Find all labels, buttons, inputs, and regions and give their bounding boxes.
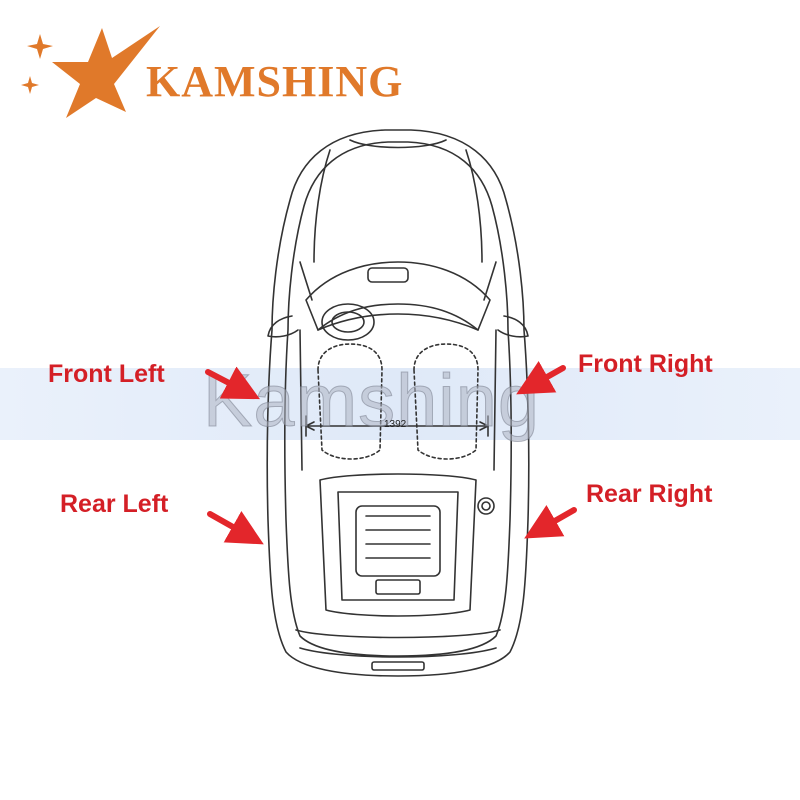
label-rear-left: Rear Left	[60, 490, 169, 518]
red-arrow-icon	[207, 511, 264, 545]
dimension-label: 1392	[384, 419, 407, 430]
red-arrow-icon	[516, 361, 566, 395]
red-arrow-icon	[205, 366, 260, 400]
brand-name: KAMSHING	[146, 57, 404, 106]
label-front-right: Front Right	[578, 350, 713, 378]
watermark-band	[0, 368, 800, 440]
red-arrow-icon	[524, 504, 577, 539]
label-rear-right: Rear Right	[586, 480, 713, 508]
label-front-left: Front Left	[48, 360, 165, 388]
